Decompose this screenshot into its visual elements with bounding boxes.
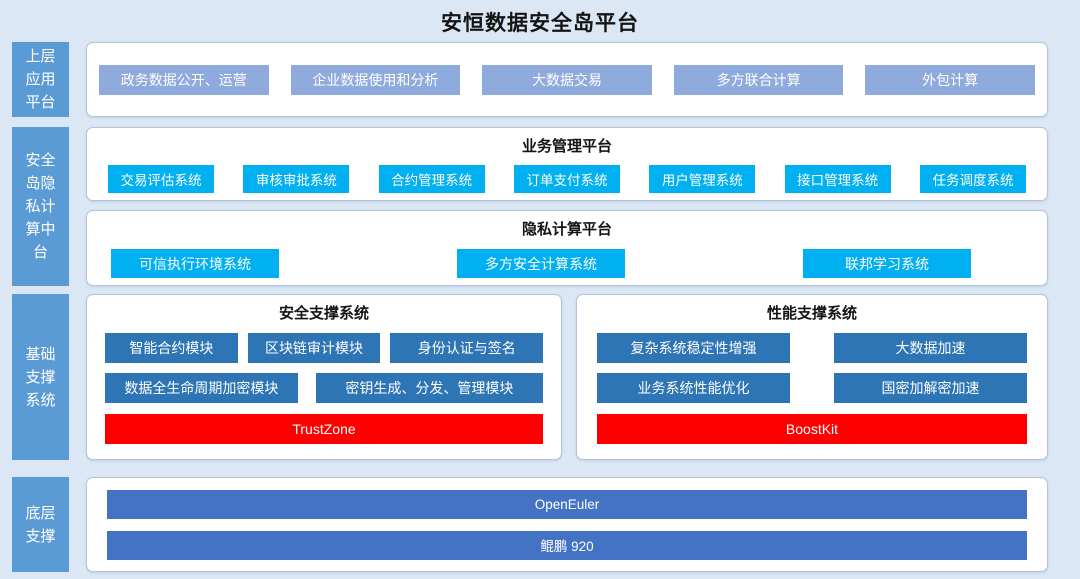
side-label-bottom-support: 底层 支撑 xyxy=(12,477,69,572)
privacy-system-box: 联邦学习系统 xyxy=(803,249,971,278)
business-system-box: 订单支付系统 xyxy=(513,165,620,193)
business-system-box: 接口管理系统 xyxy=(784,165,891,193)
performance-module-row-1: 复杂系统稳定性增强 大数据加速 xyxy=(577,333,1047,363)
privacy-system-box: 可信执行环境系统 xyxy=(111,249,279,278)
business-system-box: 合约管理系统 xyxy=(378,165,485,193)
privacy-system-box: 多方安全计算系统 xyxy=(457,249,625,278)
application-box: 企业数据使用和分析 xyxy=(290,64,461,95)
security-panel-header: 安全支撑系统 xyxy=(278,305,369,322)
business-box-row: 交易评估系统 审核审批系统 合约管理系统 订单支付系统 用户管理系统 接口管理系… xyxy=(87,165,1047,193)
privacy-box-row: 可信执行环境系统 多方安全计算系统 联邦学习系统 xyxy=(87,249,1047,278)
bottom-bar-column: OpenEuler 鲲鹏 920 xyxy=(87,478,1047,571)
security-module-box: 智能合约模块 xyxy=(105,333,238,363)
business-system-box: 任务调度系统 xyxy=(919,165,1026,193)
business-system-box: 用户管理系统 xyxy=(649,165,756,193)
privacy-computing-panel: 隐私计算平台 可信执行环境系统 多方安全计算系统 联邦学习系统 xyxy=(86,210,1048,286)
performance-panel-header: 性能支撑系统 xyxy=(766,305,857,322)
security-module-box: 数据全生命周期加密模块 xyxy=(105,373,298,403)
side-label-base-support: 基础 支撑 系统 xyxy=(12,294,69,460)
business-system-box: 审核审批系统 xyxy=(243,165,350,193)
performance-module-box: 业务系统性能优化 xyxy=(597,373,790,403)
side-label-upper-application: 上层 应用 平台 xyxy=(12,42,69,117)
security-module-box: 身份认证与签名 xyxy=(390,333,544,363)
page-title: 安恒数据安全岛平台 xyxy=(441,12,639,35)
application-box: 大数据交易 xyxy=(482,64,652,95)
performance-support-panel: 性能支撑系统 复杂系统稳定性增强 大数据加速 业务系统性能优化 国密加解密加速 … xyxy=(576,294,1048,460)
privacy-panel-header: 隐私计算平台 xyxy=(521,221,612,238)
bottom-support-panel: OpenEuler 鲲鹏 920 xyxy=(86,477,1048,572)
application-box-row: 政务数据公开、运营 企业数据使用和分析 大数据交易 多方联合计算 外包计算 xyxy=(87,43,1047,116)
performance-highlight-row: BoostKit xyxy=(577,414,1047,444)
kunpeng-bar: 鲲鹏 920 xyxy=(107,530,1027,560)
side-label-privacy-middle-platform: 安全 岛隐 私计 算中 台 xyxy=(12,127,69,286)
trustzone-bar: TrustZone xyxy=(105,414,543,444)
application-box: 多方联合计算 xyxy=(673,64,844,95)
performance-module-row-2: 业务系统性能优化 国密加解密加速 xyxy=(577,373,1047,403)
application-panel: 政务数据公开、运营 企业数据使用和分析 大数据交易 多方联合计算 外包计算 xyxy=(86,42,1048,117)
business-management-panel: 业务管理平台 交易评估系统 审核审批系统 合约管理系统 订单支付系统 用户管理系… xyxy=(86,127,1048,201)
security-module-box: 密钥生成、分发、管理模块 xyxy=(315,373,543,403)
application-box: 外包计算 xyxy=(865,64,1035,95)
performance-module-box: 大数据加速 xyxy=(834,333,1027,363)
security-support-panel: 安全支撑系统 智能合约模块 区块链审计模块 身份认证与签名 数据全生命周期加密模… xyxy=(86,294,562,460)
application-box: 政务数据公开、运营 xyxy=(99,64,269,95)
security-highlight-row: TrustZone xyxy=(87,414,561,444)
performance-module-box: 国密加解密加速 xyxy=(834,373,1027,403)
security-module-row-1: 智能合约模块 区块链审计模块 身份认证与签名 xyxy=(87,333,561,363)
business-panel-header: 业务管理平台 xyxy=(521,138,612,155)
security-module-box: 区块链审计模块 xyxy=(247,333,381,363)
business-system-box: 交易评估系统 xyxy=(108,165,214,193)
performance-module-box: 复杂系统稳定性增强 xyxy=(597,333,790,363)
openeuler-bar: OpenEuler xyxy=(107,489,1027,519)
security-module-row-2: 数据全生命周期加密模块 密钥生成、分发、管理模块 xyxy=(87,373,561,403)
boostkit-bar: BoostKit xyxy=(597,414,1027,444)
